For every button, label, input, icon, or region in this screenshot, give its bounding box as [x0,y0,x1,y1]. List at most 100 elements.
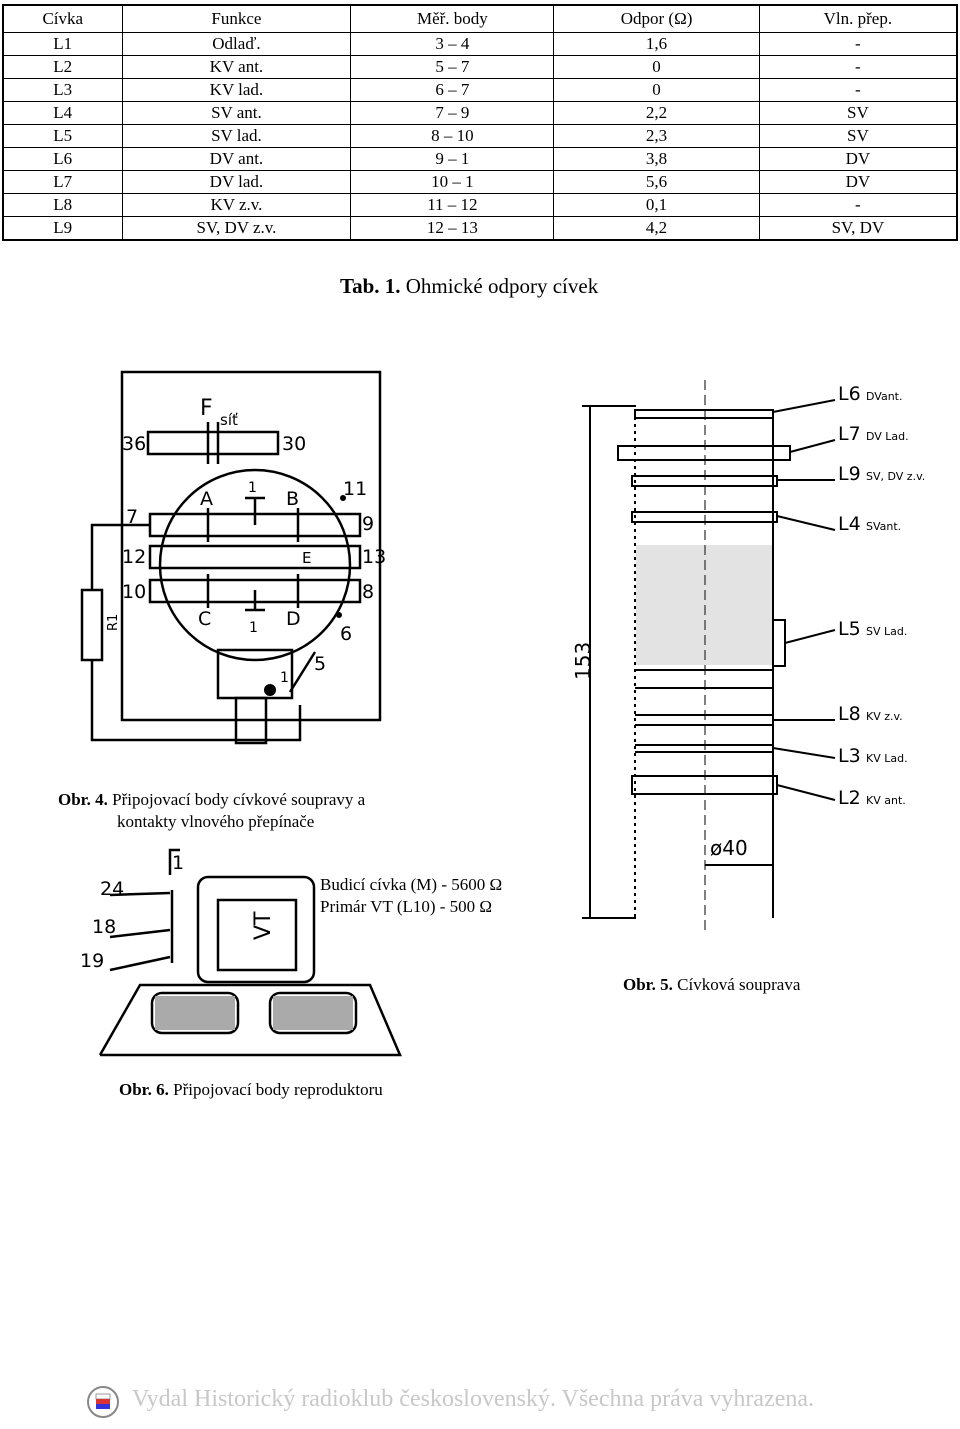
table-cell: - [758,55,958,79]
table-cell: 10 – 1 [350,170,555,194]
diameter-dimension: ø40 [710,836,748,860]
pin-13: 13 [362,546,386,568]
table-cell: 0 [553,78,760,102]
coil-desc-l4: SVant. [866,520,901,533]
coil-label-l5: L5 [838,618,861,640]
table-cell: DV [758,170,958,194]
table-cell: SV, DV z.v. [121,216,352,241]
table-cell: 2,3 [553,124,760,148]
table-cell: 0,1 [553,193,760,217]
table-cell: 4,2 [553,216,760,241]
primary-vt-value: Primár VT (L10) - 500 Ω [320,897,493,916]
table-cell: KV z.v. [121,193,352,217]
table-cell: L6 [2,147,123,171]
exciter-coil-value: Budicí cívka (M) - 5600 Ω [320,875,503,894]
coil-resistance-table: Cívka Funkce Měř. body Odpor (Ω) Vln. př… [2,4,958,241]
table-cell: L1 [2,32,123,56]
pin-7: 7 [126,506,138,528]
table-cell: DV lad. [121,170,352,194]
speaker-pin-24: 24 [100,878,124,900]
fig6-caption-text: Připojovací body reproduktoru [168,1080,383,1099]
table-cell: L7 [2,170,123,194]
table-cell: 3 – 4 [350,32,555,56]
footer-copyright: Vydal Historický radioklub československ… [132,1386,815,1412]
table-cell: 11 – 12 [350,193,555,217]
fig4-caption: Obr. 4. Připojovací body cívkové souprav… [58,789,365,833]
coil-label-l7: L7 [838,423,861,445]
pin-30: 30 [282,433,306,455]
coil-desc-l3: KV Lad. [866,752,908,765]
height-dimension: 153 [571,642,595,680]
coil-desc-l6: DVant. [866,390,902,403]
speaker-pin-1: 1 [172,852,184,874]
col-header: Odpor (Ω) [553,4,760,33]
table-cell: L4 [2,101,123,125]
fig4-caption-line2: kontakty vlnového přepínače [117,812,315,831]
fig6-caption-label: Obr. 6. [119,1080,169,1099]
table-cell: 2,2 [553,101,760,125]
coil-desc-l7: DV Lad. [866,430,909,443]
transformer-vt-label: VT [251,911,276,940]
contact-1b: 1 [249,620,258,636]
contact-a: A [200,488,213,510]
table-caption: Tab. 1. Ohmické odpory cívek [340,274,598,299]
table-cell: - [758,193,958,217]
fuse-sub-label: síť [220,411,238,429]
col-header: Funkce [121,4,352,33]
pin-6: 6 [340,623,352,645]
table-cell: SV [758,124,958,148]
contact-e: E [302,549,311,567]
fuse-label: F [200,396,213,421]
table-cell: - [758,78,958,102]
col-header: Vln. přep. [758,4,958,33]
fig4-diagram: F síť 36 30 A B 1 11 7 9 12 E 13 10 8 C … [80,370,386,745]
table-header-row: Cívka Funkce Měř. body Odpor (Ω) Vln. př… [2,4,958,33]
coil-label-l4: L4 [838,513,861,535]
table-cell: 3,8 [553,147,760,171]
pin-9: 9 [362,513,374,535]
table-cell: DV [758,147,958,171]
coil-desc-l9: SV, DV z.v. [866,470,925,483]
fig6-diagram: 1 24 18 19 VT [80,848,402,1057]
pin-11: 11 [343,478,367,500]
table-cell: L8 [2,193,123,217]
table-cell: KV ant. [121,55,352,79]
pin-5: 5 [314,653,326,675]
coil-desc-l2: KV ant. [866,794,906,807]
contact-b: B [286,488,299,510]
pin-36: 36 [122,433,146,455]
pin-10: 10 [122,581,146,603]
table-cell: - [758,32,958,56]
table-cell: Odlaď. [121,32,352,56]
coil-label-l6: L6 [838,383,861,405]
contact-1a: 1 [248,480,257,496]
pin-12: 12 [122,546,146,568]
resistor-r1-label: R1 [106,614,121,631]
table-cell: 0 [553,55,760,79]
fig4-caption-line1: Připojovací body cívkové soupravy a [107,790,366,809]
table-cell: SV, DV [758,216,958,241]
table-cell: DV ant. [121,147,352,171]
fig6-values: Budicí cívka (M) - 5600 Ω Primár VT (L10… [320,874,502,918]
col-header: Měř. body [350,4,555,33]
coil-label-l2: L2 [838,787,861,809]
table-cell: SV lad. [121,124,352,148]
table-cell: 8 – 10 [350,124,555,148]
speaker-pin-19: 19 [80,950,104,972]
coil-label-l3: L3 [838,745,861,767]
coil-desc-l5: SV Lad. [866,625,907,638]
table-caption-text: Ohmické odpory cívek [400,274,599,298]
coil-desc-l8: KV z.v. [866,710,903,723]
pin-1c: 1 [280,670,289,686]
fig5-caption-text: Cívková souprava [672,975,801,994]
table-cell: 9 – 1 [350,147,555,171]
table-cell: L5 [2,124,123,148]
